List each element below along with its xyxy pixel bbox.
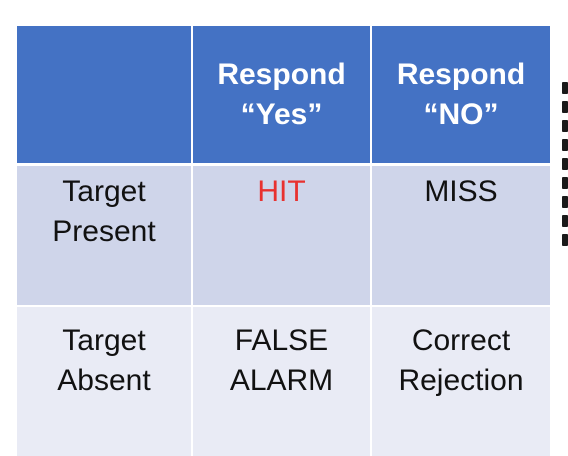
- header-respond-no-line1: Respond: [396, 57, 526, 91]
- cropped-text-fragment: [562, 82, 568, 252]
- header-respond-no: Respond “NO”: [371, 26, 550, 166]
- header-row: Respond “Yes” Respond “NO”: [17, 26, 550, 166]
- row-label-line2: Present: [52, 215, 156, 248]
- row-target-absent: Target Absent FALSE ALARM Correct Reject…: [17, 306, 550, 456]
- header-respond-yes-line1: Respond: [217, 57, 346, 91]
- header-respond-yes-line2: “Yes”: [240, 97, 323, 131]
- cell-miss-text: MISS: [424, 175, 498, 208]
- cell-correct-rejection-line1: Correct: [411, 324, 511, 357]
- cell-false-alarm: FALSE ALARM: [192, 306, 372, 456]
- row-label-line1: Target: [62, 175, 146, 208]
- row-label-line1: Target: [62, 324, 146, 357]
- header-corner-cell: [17, 26, 193, 166]
- row-label-target-present: Target Present: [17, 164, 193, 307]
- header-respond-yes: Respond “Yes”: [192, 26, 372, 166]
- cell-false-alarm-line1: FALSE: [234, 324, 329, 357]
- cell-hit: HIT: [192, 164, 372, 307]
- row-label-line2: Absent: [57, 364, 151, 397]
- cell-correct-rejection-line2: Rejection: [398, 364, 524, 397]
- cell-hit-text: HIT: [257, 175, 306, 208]
- row-label-target-absent: Target Absent: [17, 306, 193, 456]
- cell-false-alarm-line2: ALARM: [229, 364, 334, 397]
- cell-correct-rejection: Correct Rejection: [371, 306, 550, 456]
- cell-miss: MISS: [371, 164, 550, 307]
- signal-detection-table: Respond “Yes” Respond “NO” Target Presen…: [17, 26, 550, 456]
- header-respond-no-line2: “NO”: [423, 97, 499, 131]
- row-target-present: Target Present HIT MISS: [17, 164, 550, 307]
